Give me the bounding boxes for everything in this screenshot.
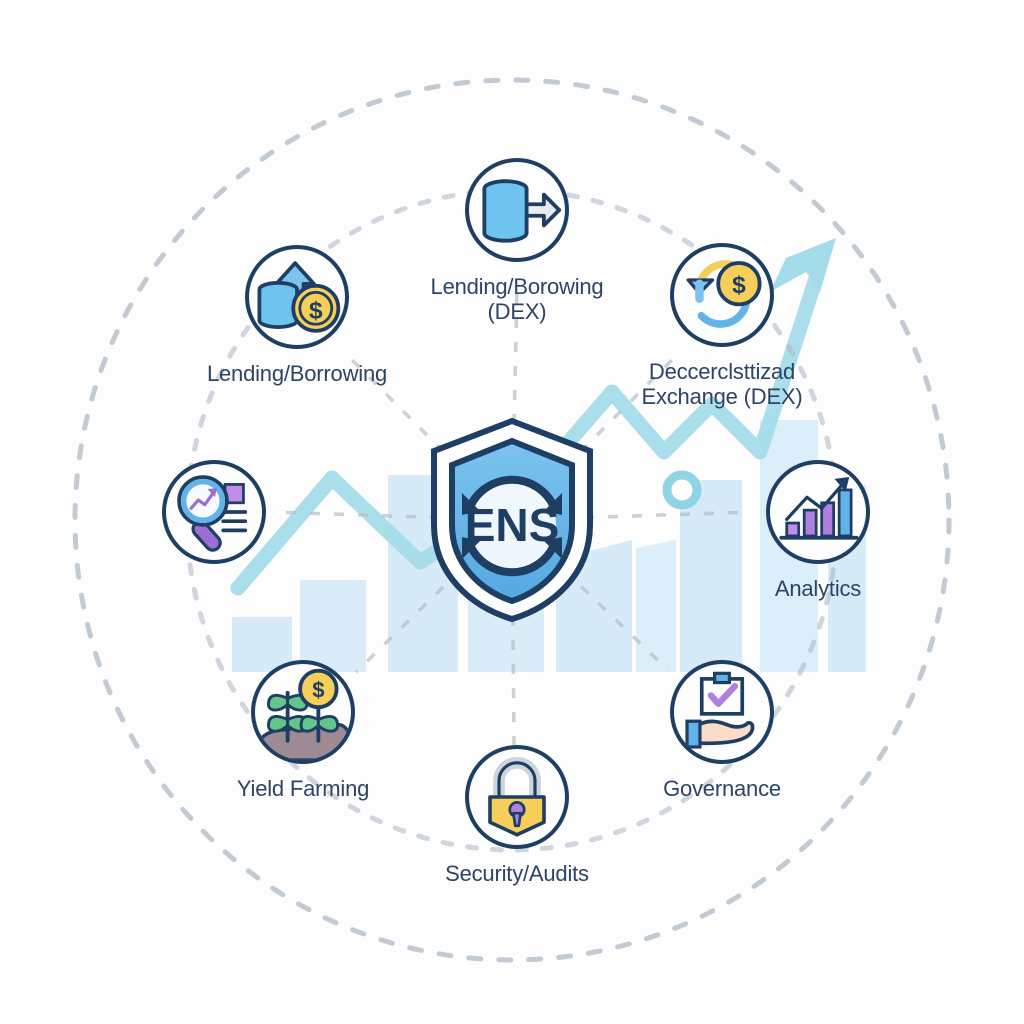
node-label-lending-borrowing-dex: Lending/Borowing (DEX)	[430, 274, 604, 324]
node-analytics[interactable]: Analytics	[688, 460, 948, 602]
node-decentralized-exchange[interactable]: $ Deccerclsttizad Exchange (DEX)	[592, 243, 852, 410]
bar-chart-trend-icon	[779, 477, 859, 540]
node-label-decentralized-exchange: Deccerclsttizad Exchange (DEX)	[641, 359, 803, 409]
node-label-lending-borrowing: Lending/Borrowing	[206, 361, 388, 386]
node-icon-lending-borrowing-dex[interactable]	[465, 158, 569, 262]
magnifier-chart-document-icon	[177, 475, 248, 552]
arrow-head-left	[462, 493, 480, 515]
svg-text:$: $	[309, 298, 323, 325]
node-icon-security-audits[interactable]	[465, 745, 569, 849]
plant-coin-icon: $	[257, 668, 351, 760]
hand-clipboard-check-icon	[685, 671, 755, 749]
node-label-analytics: Analytics	[774, 576, 862, 601]
trend-arrow-head	[770, 238, 836, 292]
node-label-security-audits: Security/Audits	[445, 861, 589, 886]
node-lending-borrowing-dex[interactable]: Lending/Borowing (DEX)	[387, 158, 647, 325]
center-hub-shield: ENS	[422, 415, 602, 625]
node-icon-decentralized-exchange[interactable]: $	[670, 243, 774, 347]
shield-disc	[468, 481, 556, 569]
node-label-governance: Governance	[663, 776, 781, 801]
node-icon-yield-farming[interactable]: $	[251, 660, 355, 764]
svg-text:$: $	[312, 678, 324, 703]
connector-spokes	[271, 287, 753, 746]
node-icon-research[interactable]	[162, 460, 266, 564]
node-icon-governance[interactable]	[670, 660, 774, 764]
node-icon-lending-borrowing[interactable]: $	[245, 245, 349, 349]
arrow-head-left-lower	[462, 537, 480, 559]
database-arrow-icon	[482, 179, 562, 243]
swap-arrows-dollar-icon: $	[686, 260, 762, 328]
node-yield-farming[interactable]: $ Yield Farming	[173, 660, 433, 802]
center-hub-label: ENS	[465, 499, 560, 551]
circular-arrows-icon	[466, 475, 558, 577]
node-governance[interactable]: Governance	[592, 660, 852, 802]
arrow-head-right-lower	[544, 537, 562, 559]
node-lending-borrowing[interactable]: $ Lending/Borrowing	[167, 245, 427, 387]
coins-up-arrow-dollar-icon: $	[257, 261, 341, 333]
padlock-icon	[488, 756, 546, 837]
arrow-head-right	[544, 493, 562, 515]
node-icon-analytics[interactable]	[766, 460, 870, 564]
svg-text:$: $	[732, 272, 746, 299]
node-research[interactable]	[84, 460, 344, 577]
node-label-yield-farming: Yield Farming	[236, 776, 370, 801]
node-security-audits[interactable]: Security/Audits	[387, 745, 647, 887]
background-trend-line	[230, 264, 826, 596]
